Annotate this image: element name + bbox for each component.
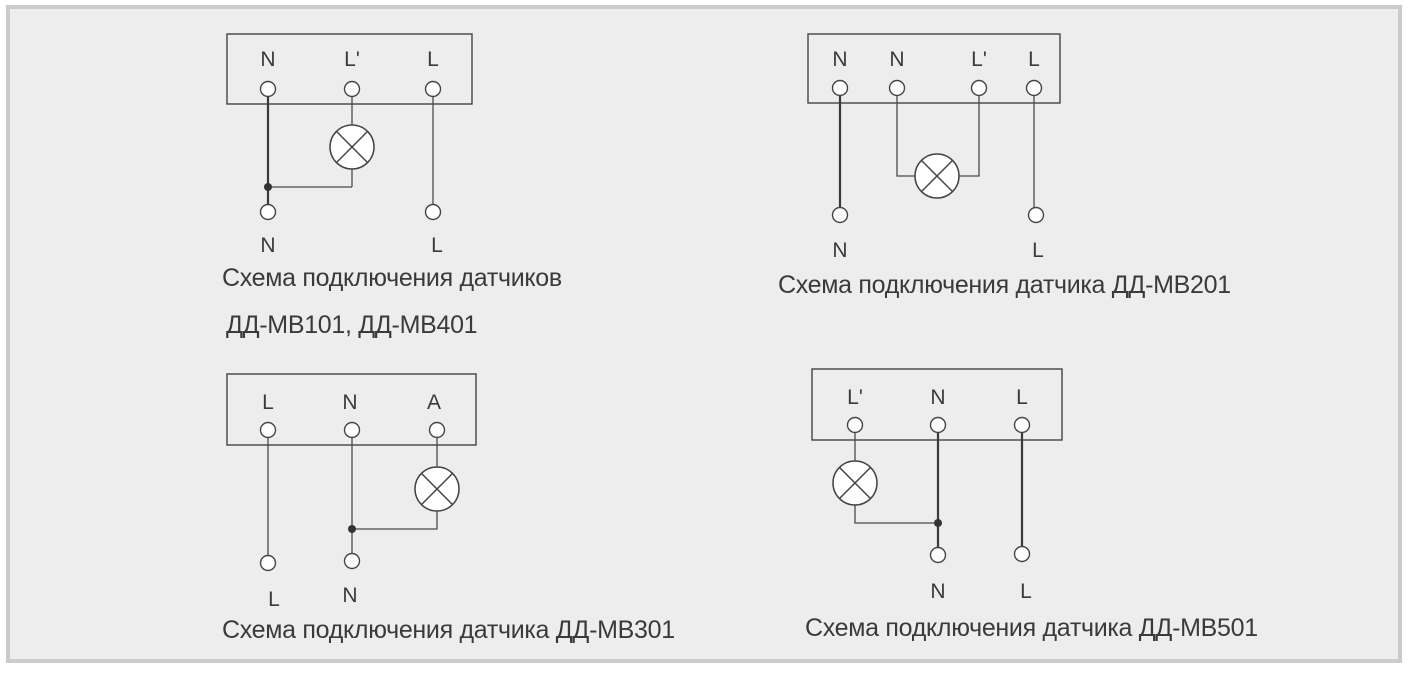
terminal [1013, 545, 1031, 563]
terminal [424, 80, 442, 98]
terminal-label-l: L [427, 48, 439, 71]
terminal-block [807, 33, 1061, 104]
terminal-label-l: L [1016, 386, 1028, 409]
terminal [929, 546, 947, 564]
diagram-mv101-mv401: N L' L N L Схема подключения датчиков ДД… [222, 33, 562, 339]
junction-dot [348, 525, 356, 533]
terminal-label-l-prime: L' [847, 386, 863, 409]
terminal [259, 554, 277, 572]
terminal-label-l: L [262, 391, 274, 414]
terminal [1025, 79, 1043, 97]
junction-dot [934, 519, 942, 527]
terminal-label-n: N [832, 48, 847, 71]
lamp-icon [414, 466, 460, 512]
terminal-label-n: N [889, 48, 904, 71]
terminal [831, 79, 849, 97]
terminal [343, 80, 361, 98]
terminal [343, 421, 361, 439]
lamp-icon [832, 460, 878, 506]
caption: Схема подключения датчиков [222, 264, 562, 292]
terminal-label-l: L [268, 588, 280, 611]
terminal [259, 80, 277, 98]
terminal [259, 203, 277, 221]
wire-lamp-return [352, 511, 438, 530]
terminal [343, 552, 361, 570]
terminal-label-n: N [930, 580, 945, 603]
terminal-label-n: N [832, 239, 847, 262]
terminal [259, 421, 277, 439]
terminal-label-n: N [930, 386, 945, 409]
terminal-label-l: L [431, 234, 443, 257]
wire-lamp-return [854, 505, 938, 524]
terminal [1027, 206, 1045, 224]
terminal-label-l: L [1032, 239, 1044, 262]
caption: Схема подключения датчика ДД-МВ201 [778, 271, 1231, 299]
junction-dot [264, 183, 272, 191]
terminal [831, 206, 849, 224]
terminal-label-l-prime: L' [344, 48, 360, 71]
diagram-mv201: N N L' L N L Схема подключения датчика Д… [778, 33, 1231, 299]
terminal [846, 416, 864, 434]
diagram-mv301: L N A L N Схема подключения датчика ДД-М… [222, 373, 675, 644]
wire-l-prime-lamp [959, 95, 980, 177]
terminal-label-a: A [427, 391, 441, 414]
terminal [929, 416, 947, 434]
terminal [428, 421, 446, 439]
terminal [970, 79, 988, 97]
caption: ДД-МВ101, ДД-МВ401 [226, 311, 477, 339]
terminal [424, 203, 442, 221]
terminal [1013, 416, 1031, 434]
diagram-mv501: L' N L N L Схема подключения датчика ДД-… [805, 368, 1258, 642]
caption: Схема подключения датчика ДД-МВ301 [222, 616, 675, 644]
terminal-label-n: N [260, 48, 275, 71]
terminal-block [226, 33, 473, 105]
terminal [888, 79, 906, 97]
terminal-label-n: N [342, 584, 357, 607]
wire-n-lamp [896, 95, 915, 177]
lamp-icon [914, 153, 960, 199]
terminal-label-l: L [1020, 580, 1032, 603]
terminal-label-n: N [342, 391, 357, 414]
lamp-icon [329, 124, 375, 170]
terminal-label-l-prime: L' [971, 48, 987, 71]
terminal-label-n: N [260, 234, 275, 257]
caption: Схема подключения датчика ДД-МВ501 [805, 614, 1258, 642]
terminal-label-l: L [1028, 48, 1040, 71]
diagram-frame [6, 5, 1402, 663]
